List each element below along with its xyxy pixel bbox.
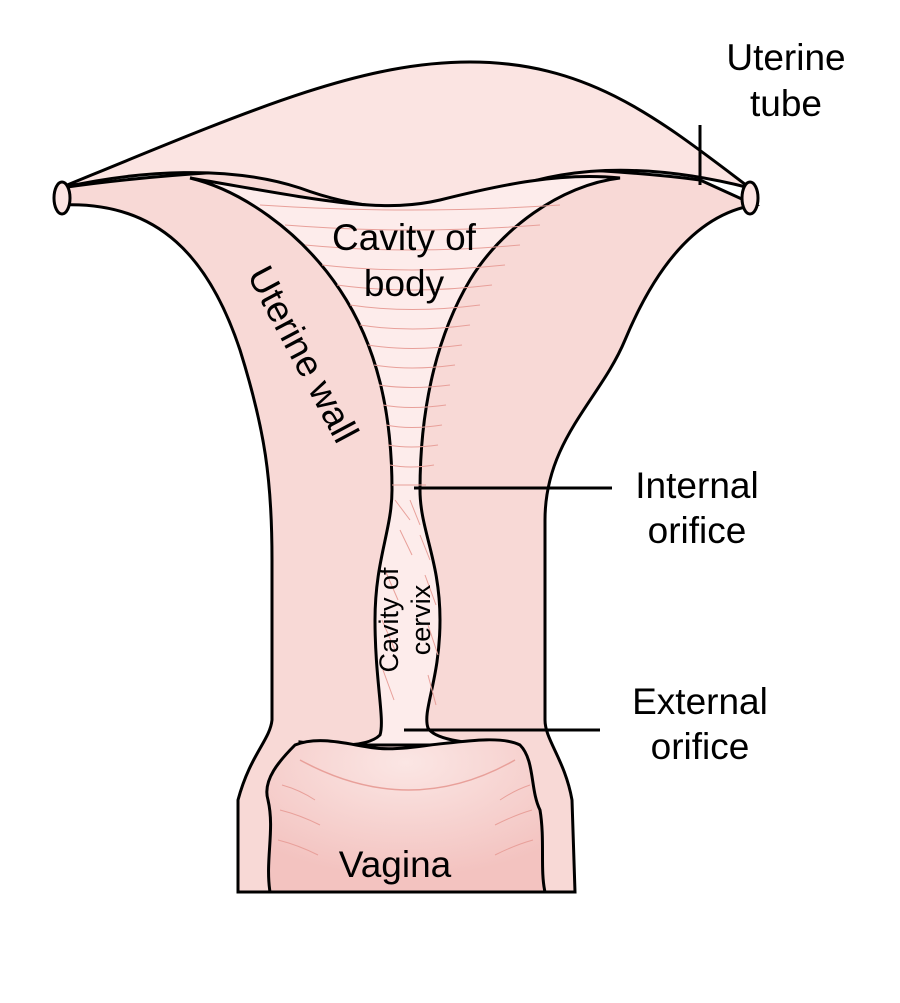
- cavity-of-cervix-label-line1: Cavity of: [374, 567, 404, 673]
- right-tube-end: [740, 180, 760, 216]
- cavity-of-body-label-line2: body: [364, 263, 445, 304]
- uterine-tube-label-line2: tube: [750, 83, 822, 124]
- external-orifice-label-line2: orifice: [651, 726, 750, 767]
- cavity-of-cervix-label-line2: cervix: [406, 584, 436, 655]
- uterine-tube-label-line1: Uterine: [726, 37, 845, 78]
- cavity-of-body-label-line1: Cavity of: [332, 217, 477, 258]
- uterine-tube-shape: [59, 60, 751, 210]
- external-orifice-label-line1: External: [632, 681, 768, 722]
- vagina-striations: [277, 784, 534, 856]
- left-tube-end: [52, 180, 72, 216]
- vagina-label: Vagina: [339, 844, 452, 885]
- uterine-cavity-shape: [189, 175, 621, 747]
- internal-orifice-label-line2: orifice: [648, 510, 747, 551]
- internal-orifice-label-line1: Internal: [635, 465, 758, 506]
- cavity-striations: [259, 204, 561, 706]
- vagina-fold: [299, 759, 516, 791]
